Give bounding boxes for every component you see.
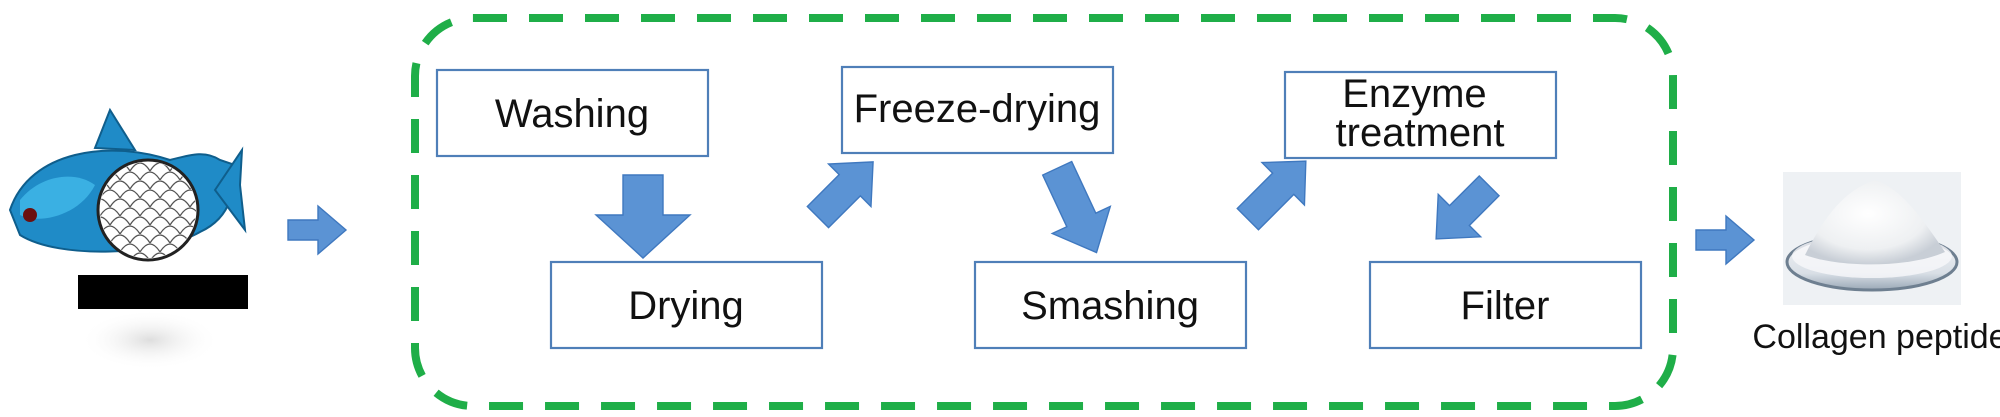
arrow-drying-to-freeze-drying [806, 161, 874, 229]
fish-icon [8, 107, 248, 370]
output-arrow [1695, 214, 1756, 266]
arrow-freeze-drying-to-smashing [1041, 160, 1112, 254]
step-drying: Drying [549, 260, 824, 350]
product-caption: Collagen peptide [1752, 318, 2000, 356]
arrow-enzyme-to-filter [1435, 174, 1501, 240]
arrow-smashing-to-enzyme [1236, 160, 1307, 231]
arrow-washing-to-drying [594, 174, 692, 259]
svg-text:Enzyme treatment: Enzyme treatment [1336, 72, 1505, 155]
svg-text:Washing: Washing [495, 92, 649, 136]
step-smashing: Smashing [973, 260, 1248, 350]
svg-text:Drying: Drying [628, 284, 744, 328]
step-enzyme-treatment: Enzyme treatment [1283, 70, 1558, 160]
input-arrow [287, 204, 348, 256]
svg-text:Smashing: Smashing [1021, 284, 1199, 328]
step-freeze-drying: Freeze-drying [840, 65, 1115, 155]
flow-arrows [594, 160, 1501, 259]
svg-text:Freeze-drying: Freeze-drying [854, 87, 1101, 131]
process-frame [411, 14, 1677, 410]
step-filter: Filter [1368, 260, 1643, 350]
collagen-powder-icon [1783, 172, 1961, 305]
svg-text:Filter: Filter [1461, 284, 1550, 328]
step-washing: Washing [435, 68, 710, 158]
